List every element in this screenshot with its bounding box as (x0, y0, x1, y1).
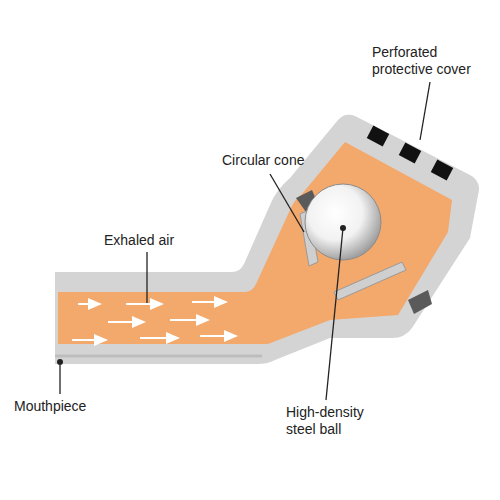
rim-fitting (408, 290, 432, 314)
part-label: High-density steel ball (286, 404, 396, 438)
cover-perforations (367, 126, 453, 181)
part-label: Circular cone (222, 152, 332, 169)
part-label: Exhaled air (104, 232, 214, 249)
part-label: Mouthpiece (14, 398, 124, 415)
leader-lines (60, 82, 430, 400)
housing (55, 115, 479, 364)
leader-dot (57, 359, 63, 365)
mouthpiece-lip (55, 355, 262, 358)
cone-wall (334, 262, 406, 300)
air-channel (58, 142, 452, 344)
airflow-arrows (72, 302, 236, 340)
steel-ball (305, 184, 381, 260)
part-label: Perforated protective cover (372, 44, 494, 78)
